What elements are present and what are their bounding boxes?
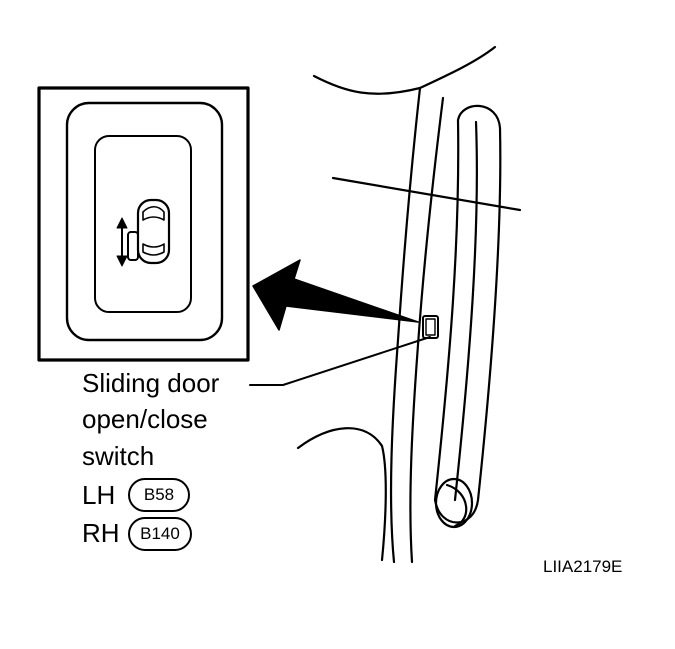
pointer-arrow-icon <box>252 259 419 331</box>
callout-label-line-3: switch <box>82 441 155 471</box>
connector-side-lh: LH <box>82 480 116 510</box>
door-open-close-switch-detail-icon <box>37 86 250 362</box>
figure-id: LIIA2179E <box>543 557 623 576</box>
callout-label-line-2: open/close <box>82 404 208 434</box>
connector-badge-rh: B140 <box>128 517 192 551</box>
callout-leader-line <box>249 336 431 386</box>
connector-side-rh: RH <box>82 518 120 548</box>
callout-label-line-1: Sliding door <box>82 368 220 398</box>
sliding-door-vehicle-icon <box>296 45 522 564</box>
connector-badge-lh: B58 <box>128 478 190 512</box>
